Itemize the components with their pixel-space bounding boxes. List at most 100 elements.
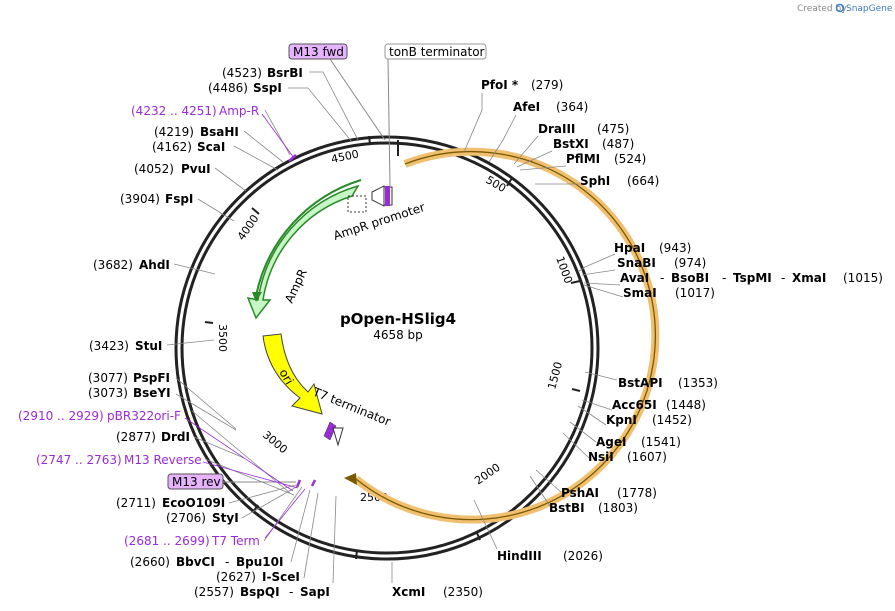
- tick-label-2000: 2000: [472, 461, 502, 488]
- svg-text:(487): (487): [602, 137, 634, 151]
- svg-text:HindIII: HindIII: [497, 549, 542, 563]
- site-name[interactable]: FspI: [165, 192, 193, 206]
- site-sep: -: [289, 585, 293, 599]
- site-pos: (475): [597, 122, 629, 136]
- site-name[interactable]: TspMI: [733, 271, 772, 285]
- svg-text:(1778): (1778): [617, 486, 657, 500]
- svg-text:AvaI: AvaI: [620, 271, 649, 285]
- site-pos: (279): [531, 78, 563, 92]
- primer-name[interactable]: M13 Reverse: [124, 453, 202, 467]
- site-name[interactable]: DrdI: [161, 430, 190, 444]
- tick-label-3000: 3000: [260, 428, 290, 456]
- tick-label-4500: 4500: [330, 147, 360, 166]
- site-name[interactable]: StyI: [212, 511, 239, 525]
- site-pos: (1803): [598, 501, 638, 515]
- site-pos: (2026): [563, 549, 603, 563]
- site-name[interactable]: BstAPI: [618, 376, 663, 390]
- site-name[interactable]: XmaI: [792, 271, 826, 285]
- site-name[interactable]: PflMI: [566, 152, 600, 166]
- t7-terminator-feature[interactable]: [323, 421, 344, 447]
- site-name[interactable]: SnaBI: [617, 256, 656, 270]
- site-sep: -: [781, 271, 785, 285]
- svg-text:Amp-R: Amp-R: [219, 104, 259, 118]
- m13-rev-label: M13 rev: [172, 475, 221, 489]
- site-name[interactable]: BseYI: [133, 386, 171, 400]
- site-name[interactable]: XcmI: [392, 585, 425, 599]
- svg-text:SspI: SspI: [253, 81, 282, 95]
- site-name[interactable]: PfoI *: [481, 78, 519, 92]
- m13-fwd-label: M13 fwd: [293, 45, 344, 59]
- svg-text:(2711): (2711): [116, 496, 156, 510]
- site-pos: (943): [659, 241, 691, 255]
- site-pos: (1452): [652, 413, 692, 427]
- site-pos: (4162): [152, 140, 192, 154]
- left-leader-lines: [166, 71, 359, 584]
- site-name[interactable]: AvaI: [620, 271, 649, 285]
- ampr-feature[interactable]: [246, 179, 367, 320]
- site-name[interactable]: SapI: [300, 585, 330, 599]
- site-pos: (2877): [116, 430, 156, 444]
- primer-name[interactable]: T7 Term: [211, 534, 260, 548]
- svg-text:BsaHI: BsaHI: [200, 125, 239, 139]
- svg-text:(2910 .. 2929): (2910 .. 2929): [18, 409, 104, 423]
- primer-name[interactable]: pBR322ori-F: [107, 409, 181, 423]
- site-name[interactable]: BbvCI: [176, 555, 215, 569]
- primer-name[interactable]: Amp-R: [219, 104, 259, 118]
- site-name[interactable]: BstXI: [553, 137, 589, 151]
- site-name[interactable]: PspFI: [133, 371, 170, 385]
- tonb-terminator-feature[interactable]: [385, 186, 390, 206]
- site-name[interactable]: BsrBI: [267, 66, 303, 80]
- site-name[interactable]: KpnI: [606, 413, 637, 427]
- svg-text:(4523): (4523): [222, 66, 262, 80]
- site-name[interactable]: StuI: [135, 339, 162, 353]
- svg-text:Acc65I: Acc65I: [612, 398, 657, 412]
- site-name[interactable]: BsoBI: [671, 271, 709, 285]
- right-leader-lines: [391, 93, 624, 583]
- site-name[interactable]: BspQI: [240, 585, 280, 599]
- plasmid-length: 4658 bp: [373, 328, 423, 342]
- site-sep: -: [660, 271, 664, 285]
- site-name[interactable]: BstBI: [549, 501, 585, 515]
- site-name[interactable]: NsiI: [588, 450, 614, 464]
- site-name[interactable]: Bpu10I: [236, 555, 283, 569]
- site-name[interactable]: BsaHI: [200, 125, 239, 139]
- svg-text:PfoI *: PfoI *: [481, 78, 519, 92]
- svg-text:(1607): (1607): [627, 450, 667, 464]
- svg-text:DrdI: DrdI: [161, 430, 190, 444]
- site-name[interactable]: ScaI: [197, 140, 225, 154]
- site-pos: (1778): [617, 486, 657, 500]
- svg-text:BseYI: BseYI: [133, 386, 171, 400]
- svg-text:(2557): (2557): [194, 585, 234, 599]
- svg-text:BbvCI: BbvCI: [176, 555, 215, 569]
- svg-text:pBR322ori-F: pBR322ori-F: [107, 409, 181, 423]
- svg-text:AgeI: AgeI: [596, 435, 626, 449]
- plasmid-name: pOpen-HSlig4: [340, 310, 456, 328]
- svg-text:(2627): (2627): [216, 570, 256, 584]
- site-name[interactable]: EcoO109I: [162, 496, 225, 510]
- site-name[interactable]: DraIII: [538, 122, 575, 136]
- site-name[interactable]: PvuI: [181, 162, 211, 176]
- svg-text:(2706): (2706): [166, 511, 206, 525]
- site-name[interactable]: AgeI: [596, 435, 626, 449]
- svg-text:(4162): (4162): [152, 140, 192, 154]
- site-name[interactable]: SmaI: [623, 286, 657, 300]
- primer-range: (2681 .. 2699): [124, 534, 210, 548]
- svg-text:BspQI: BspQI: [240, 585, 280, 599]
- site-name[interactable]: Acc65I: [612, 398, 657, 412]
- insert-feature[interactable]: [344, 147, 660, 524]
- site-name[interactable]: AhdI: [139, 258, 170, 272]
- site-name[interactable]: SphI: [580, 174, 610, 188]
- svg-text:SphI: SphI: [580, 174, 610, 188]
- svg-text:-: -: [722, 271, 726, 285]
- ori-feature[interactable]: [262, 333, 323, 415]
- site-name[interactable]: SspI: [253, 81, 282, 95]
- m13-fwd-box: [288, 43, 386, 141]
- site-name[interactable]: I-SceI: [262, 570, 300, 584]
- site-name[interactable]: PshAI: [561, 486, 599, 500]
- site-pos: (2711): [116, 496, 156, 510]
- site-name[interactable]: HindIII: [497, 549, 542, 563]
- svg-text:Bpu10I: Bpu10I: [236, 555, 283, 569]
- site-name[interactable]: HpaI: [614, 241, 645, 255]
- site-name[interactable]: AfeI: [513, 100, 540, 114]
